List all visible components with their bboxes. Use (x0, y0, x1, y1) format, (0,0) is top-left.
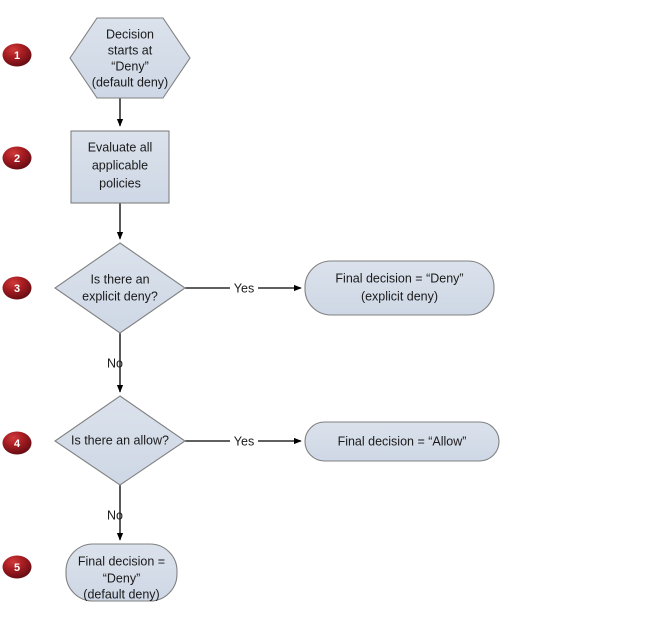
node-final-allow[interactable]: Final decision = “Allow” (304, 421, 500, 462)
badge-ellipse (2, 146, 32, 170)
diamond-shape (54, 395, 186, 486)
rounded-rectangle-shape (65, 543, 178, 602)
badge-ellipse (2, 431, 32, 455)
step-badge-2-label: 2 (14, 153, 20, 165)
node-final-deny-explicit[interactable]: Final decision = “Deny” (explicit deny) (304, 260, 495, 316)
node-final-deny-default-line-1: Final decision = (78, 554, 165, 568)
node-allow-decision-line-1: Is there an allow? (71, 433, 169, 447)
rounded-rectangle-shape (304, 260, 495, 316)
step-badge-3[interactable]: 3 (2, 276, 32, 300)
node-evaluate-line-1: Evaluate all (88, 140, 153, 154)
edge-explicit-deny-no: No (107, 333, 124, 393)
edge-label-bg (230, 279, 258, 297)
diamond-shape (54, 242, 186, 334)
node-final-deny-explicit-line-1: Final decision = “Deny” (335, 271, 463, 285)
edge-label-allow-yes: Yes (234, 434, 254, 448)
step-badge-5-label: 5 (14, 562, 20, 574)
edge-label-bg (230, 432, 258, 450)
node-start-line-1: Decision (106, 27, 154, 41)
node-explicit-deny-line-2: explicit deny? (82, 289, 158, 303)
edge-label-allow-no: No (107, 508, 123, 522)
step-badge-4-label: 4 (14, 438, 21, 450)
node-start-line-3: “Deny” (111, 59, 149, 73)
rounded-rectangle-shape (304, 421, 500, 462)
node-final-deny-default[interactable]: Final decision = “Deny” (default deny) (65, 543, 178, 602)
node-start-line-2: starts at (108, 43, 153, 57)
node-explicit-deny-decision[interactable]: Is there an explicit deny? (54, 242, 186, 334)
edge-allow-yes: Yes (185, 432, 302, 450)
badge-ellipse (2, 555, 32, 579)
node-final-deny-explicit-line-2: (explicit deny) (361, 289, 438, 303)
node-explicit-deny-line-1: Is there an (90, 272, 149, 286)
step-badge-1[interactable]: 1 (2, 43, 32, 67)
step-badge-1-label: 1 (14, 50, 20, 62)
edge-label-explicit-deny-yes: Yes (234, 281, 254, 295)
node-start-line-4: (default deny) (92, 75, 168, 89)
node-evaluate-line-2: applicable (92, 158, 148, 172)
edge-explicit-deny-yes: Yes (185, 279, 302, 297)
edge-allow-no: No (107, 485, 124, 541)
node-final-deny-default-line-3: (default deny) (83, 587, 159, 601)
badge-ellipse (2, 43, 32, 67)
node-final-allow-line-1: Final decision = “Allow” (338, 434, 467, 448)
node-start[interactable]: Decision starts at “Deny” (default deny) (69, 17, 191, 99)
node-evaluate[interactable]: Evaluate all applicable policies (70, 130, 170, 204)
badge-ellipse (2, 276, 32, 300)
hexagon-shape (69, 17, 191, 99)
step-badge-2[interactable]: 2 (2, 146, 32, 170)
rectangle-shape (70, 130, 170, 204)
step-badge-5[interactable]: 5 (2, 555, 32, 579)
edge-label-explicit-deny-no: No (107, 356, 123, 370)
step-badge-3-label: 3 (14, 283, 20, 295)
node-evaluate-line-3: policies (99, 176, 141, 190)
node-allow-decision[interactable]: Is there an allow? (54, 395, 186, 486)
step-badge-4[interactable]: 4 (2, 431, 32, 455)
node-final-deny-default-line-2: “Deny” (103, 571, 141, 585)
